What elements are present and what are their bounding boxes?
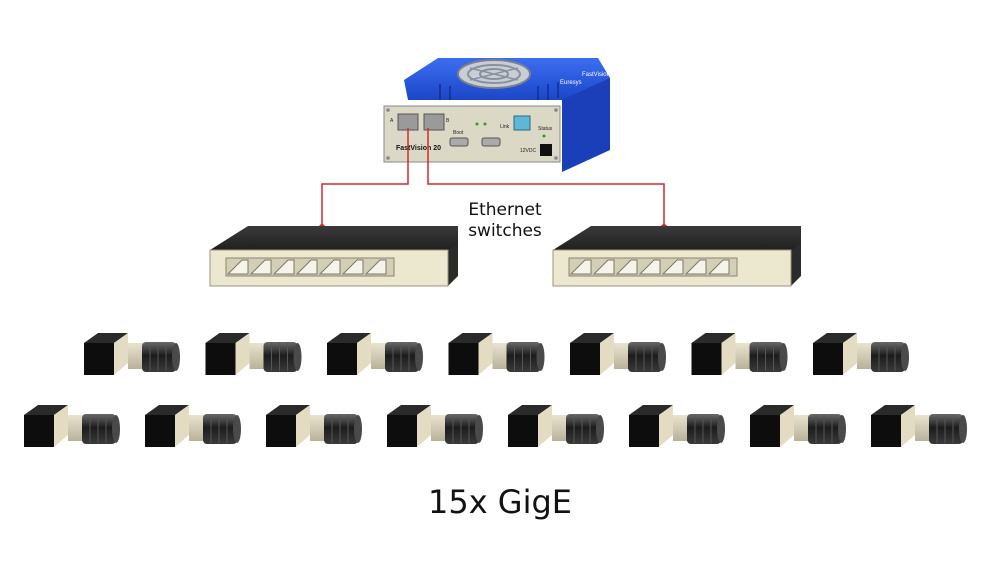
power-label: 12VDC <box>520 148 537 154</box>
camera-array <box>23 332 968 448</box>
switch-port <box>638 259 661 275</box>
camera-count-caption: 15x GigE <box>427 483 573 521</box>
gige-camera <box>448 332 545 376</box>
ethernet-switch-left <box>209 225 459 287</box>
switch-port <box>249 259 272 275</box>
switch-port <box>592 259 615 275</box>
io-connector <box>481 137 501 147</box>
gige-camera <box>691 332 788 376</box>
port-a <box>397 113 419 131</box>
gige-camera <box>144 404 242 448</box>
link-label: Link <box>500 124 510 130</box>
switch-port <box>661 259 684 275</box>
switch-port <box>226 259 249 275</box>
gige-camera <box>23 404 121 448</box>
switch-port <box>707 259 730 275</box>
cable-port-b <box>427 128 665 226</box>
switch-label-line2: switches <box>468 221 542 241</box>
ethernet-switch-right <box>552 225 802 287</box>
switch-port <box>615 259 638 275</box>
boot-label: Boot <box>453 130 464 136</box>
port-b <box>423 113 445 131</box>
switch-port <box>295 259 318 275</box>
gige-camera <box>265 404 363 448</box>
brand-label: Euresys <box>560 80 582 86</box>
gige-camera <box>326 332 424 376</box>
switch-port <box>684 259 707 275</box>
power-jack <box>540 144 552 156</box>
status-label: Status <box>538 126 553 132</box>
ethernet-port-icon <box>513 115 531 131</box>
gige-camera <box>870 404 968 448</box>
cable-port-a <box>321 128 409 226</box>
gige-camera <box>386 404 484 448</box>
gige-camera <box>628 404 726 448</box>
gige-camera <box>83 332 181 376</box>
model-label: FastVision 20 <box>396 145 441 152</box>
switch-port <box>569 259 592 275</box>
heatsink-fins <box>439 82 559 100</box>
gige-camera <box>569 332 667 376</box>
boot-connector <box>449 137 469 147</box>
switch-label-line1: Ethernet <box>468 200 542 220</box>
device-side <box>562 78 610 172</box>
ethernet-cables <box>321 128 665 226</box>
port-b-label: B <box>446 118 450 124</box>
led-icon <box>483 122 487 126</box>
switch-port <box>341 259 364 275</box>
switch-port <box>272 259 295 275</box>
port-a-label: A <box>390 118 394 124</box>
ethernet-switches-label: Ethernet switches <box>440 200 570 242</box>
switch-port <box>318 259 341 275</box>
gige-camera <box>205 332 302 376</box>
product-label: FastVision <box>582 72 610 78</box>
gige-camera <box>749 404 847 448</box>
gige-camera <box>507 404 605 448</box>
led-icon <box>475 122 479 126</box>
status-led-icon <box>542 134 546 138</box>
fastvision-device: Euresys FastVision A B FastVision 20 Boo… <box>383 58 610 172</box>
switch-port <box>364 259 387 275</box>
gige-camera <box>812 332 910 376</box>
